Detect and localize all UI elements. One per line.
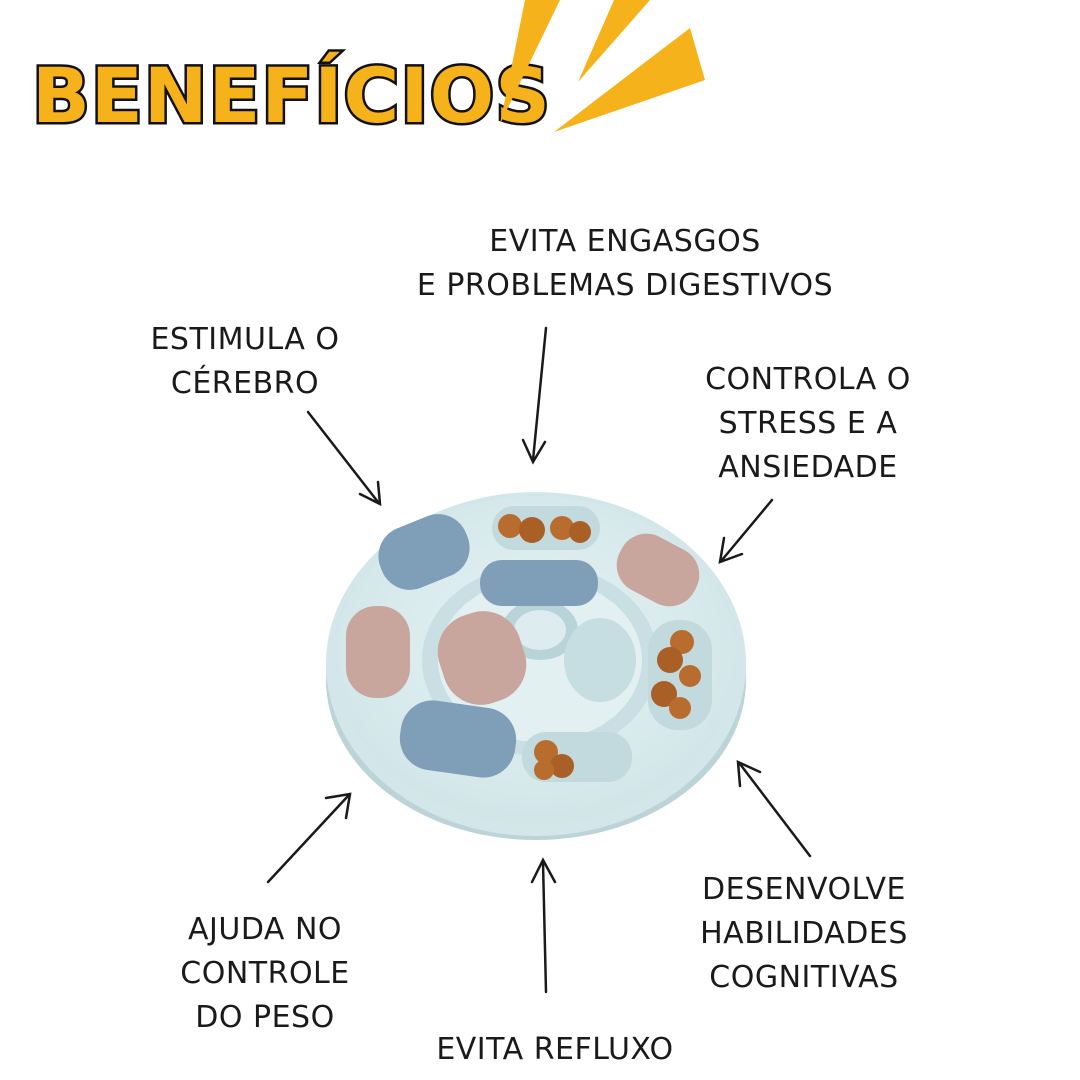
benefit-refluxo: EVITA REFLUXO xyxy=(436,1032,674,1067)
arrow-top xyxy=(531,326,548,462)
arrow-bottom-right xyxy=(738,762,812,858)
page-title: BENEFÍCIOS xyxy=(30,51,553,140)
benefit-engasgos: EVITA ENGASGOS E PROBLEMAS DIGESTIVOS xyxy=(416,224,834,303)
arrow-top-right xyxy=(720,498,774,562)
benefit-stress: CONTROLA O STRESS E A ANSIEDADE xyxy=(705,362,911,485)
benefit-cerebro: ESTIMULA O CÉREBRO xyxy=(150,322,340,401)
arrow-bottom xyxy=(541,860,548,994)
benefit-peso: AJUDA NO CONTROLE DO PESO xyxy=(180,912,350,1035)
arrow-top-left xyxy=(306,410,380,504)
arrow-bottom-left xyxy=(266,794,350,884)
benefit-cognitivas: DESENVOLVE HABILIDADES COGNITIVAS xyxy=(700,872,908,995)
